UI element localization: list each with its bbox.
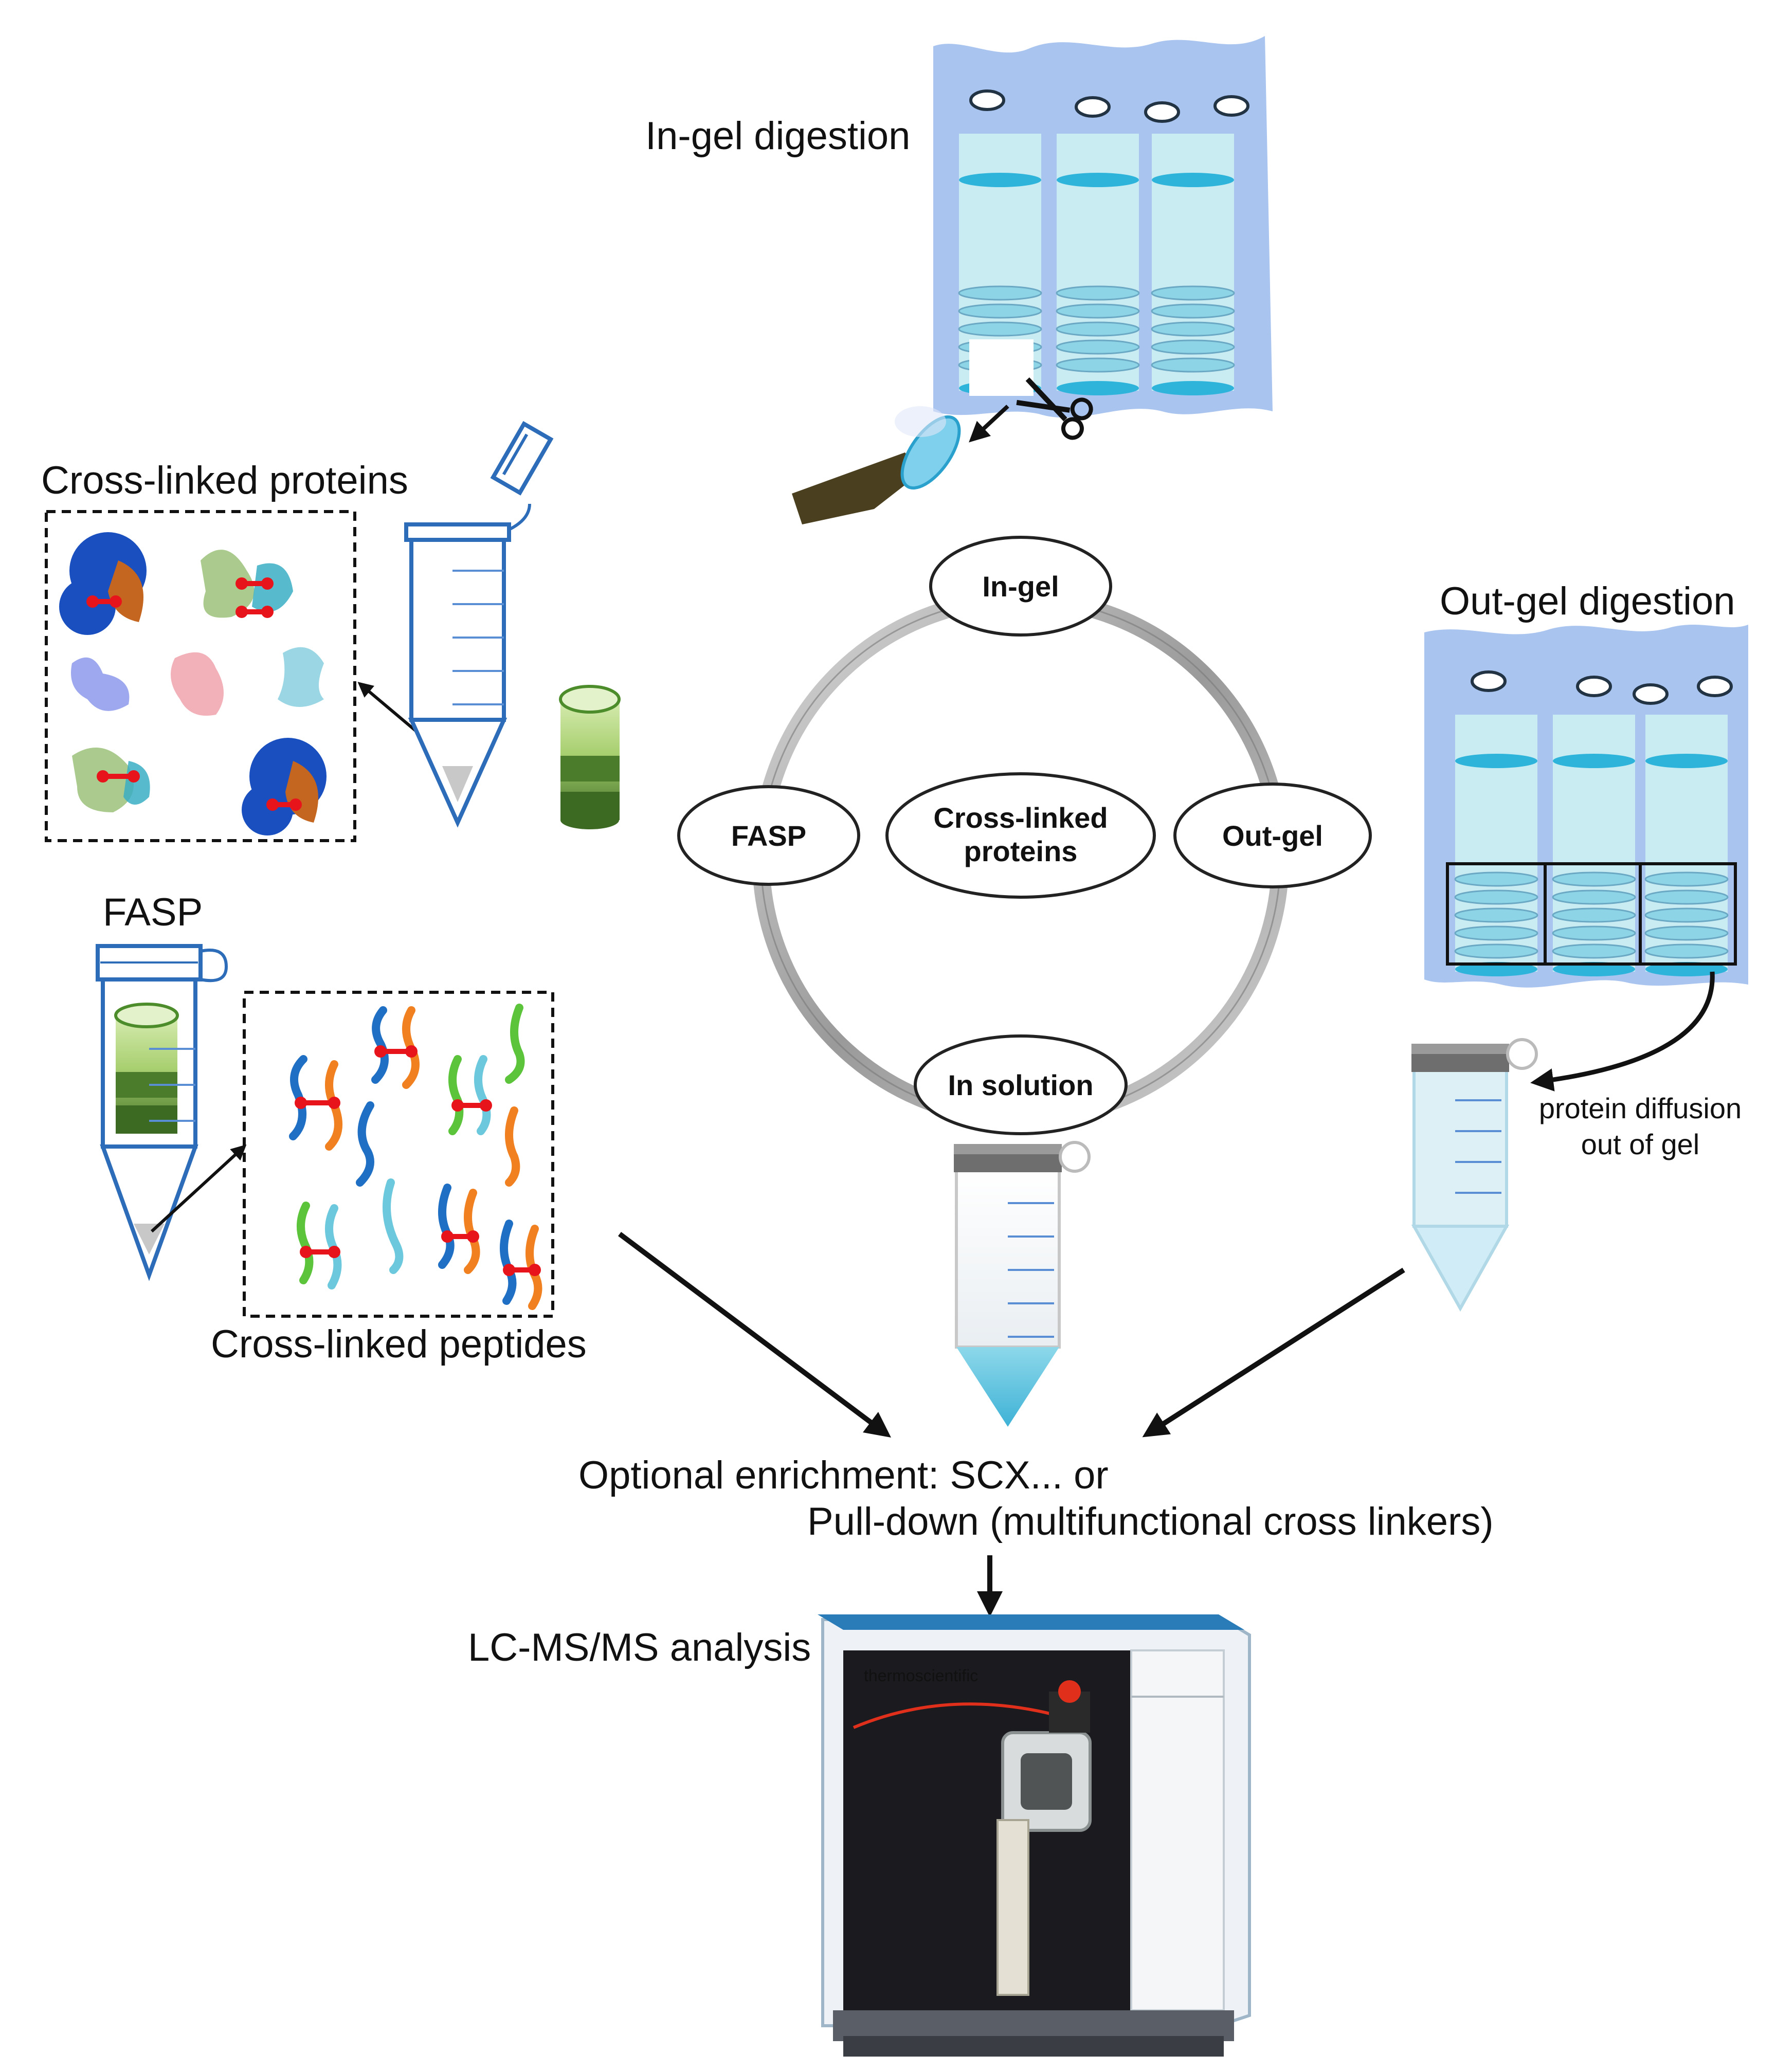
cycle-diagram: In-gel FASP Cross-linked proteins Out-ge… [677,536,1372,1135]
fasp-label: FASP [103,890,203,934]
in-gel-digestion-label: In-gel digestion [645,114,910,158]
excised-gel-piece [969,339,1034,396]
cycle-node-in-gel: In-gel [929,536,1112,637]
peptides-pointer-arrow [150,1144,247,1233]
protein-structure-4 [171,652,224,716]
svg-text:In solution: In solution [948,1069,1093,1101]
lcms-instrument: thermoscientific [818,1614,1251,2057]
pull-down-label: Pull-down (multifunctional cross linkers… [807,1500,1494,1543]
optional-enrichment-label: Optional enrichment: SCX... or [578,1453,1109,1497]
cycle-node-center: Cross-linked proteins [885,772,1156,899]
out-gel-excision-boxes [1446,862,1737,966]
proteins-box [45,510,356,842]
svg-text:FASP: FASP [731,820,806,852]
protein-structure-5 [278,647,324,707]
tweezer-icon [792,406,961,524]
protein-structure-7 [242,738,327,835]
out-gel-digestion-label: Out-gel digestion [1440,579,1735,623]
svg-text:proteins: proteins [964,835,1078,867]
out-gel-bands [1454,754,1729,976]
crosslink-dots [295,1045,541,1276]
protein-structure-2 [201,550,293,618]
protein-structure-1 [59,532,147,635]
cross-linked-proteins-panel: Cross-linked proteins [41,459,459,842]
cross-linked-peptides-label: Cross-linked peptides [211,1322,587,1366]
filter-insert-icon [559,685,621,829]
in-gel-digestion-panel: In-gel digestion [645,36,1273,524]
svg-text:In-gel: In-gel [982,570,1059,603]
arrow-fasp-to-enrichment [618,1232,891,1438]
protein-structure-6 [72,748,150,812]
diffusion-arrow [1530,971,1715,1092]
peptides-box [243,991,554,1318]
cycle-node-fasp: FASP [677,785,860,886]
protein-structure-3 [71,657,130,711]
cross-linked-proteins-label: Cross-linked proteins [41,459,408,502]
arrow-outgel-to-enrichment [1142,1267,1405,1438]
svg-text:Out-gel: Out-gel [1222,820,1323,852]
ion-source [996,1680,1092,1996]
cycle-node-in-solution: In solution [914,1034,1128,1135]
sample-tube [404,421,554,828]
fasp-tube [96,944,228,1281]
instrument-brand-label: thermoscientific [864,1666,978,1685]
protein-diffusion-label-2: out of gel [1581,1128,1699,1160]
protein-diffusion-label-1: protein diffusion [1539,1092,1742,1124]
tube-cap [490,421,554,496]
fasp-panel: FASP [96,890,587,1366]
scissors-icon [1016,377,1093,440]
in-solution-tube [954,1141,1091,1427]
lcms-analysis-label: LC-MS/MS analysis [468,1626,811,1669]
out-gel-digestion-panel: Out-gel digestion [1424,579,1748,1160]
svg-text:Cross-linked: Cross-linked [933,802,1108,834]
out-gel-wells [1471,670,1733,705]
cycle-node-out-gel: Out-gel [1173,783,1372,888]
out-gel-tube [1411,1038,1538,1312]
in-gel-arrow [969,405,1009,443]
in-gel-wells [969,89,1249,123]
